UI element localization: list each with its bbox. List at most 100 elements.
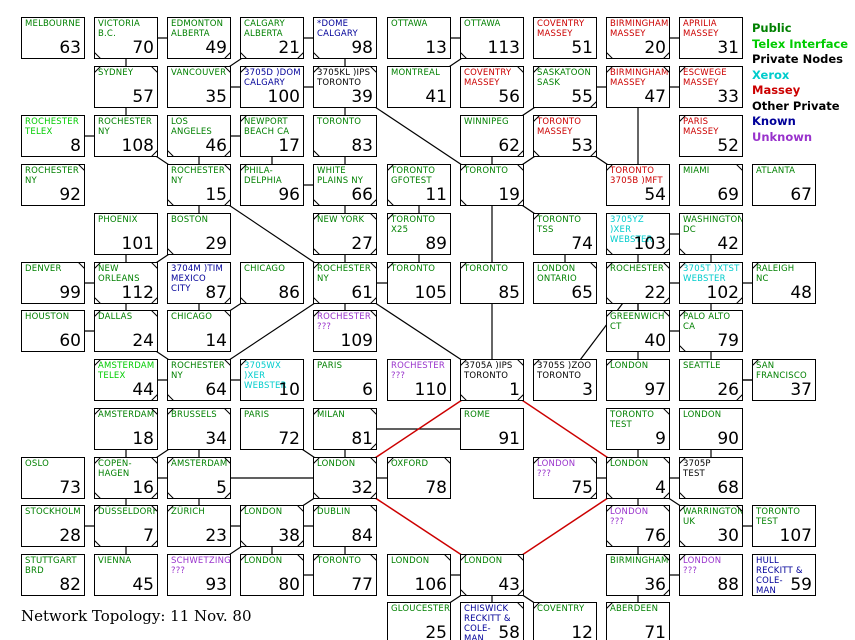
corner-cut xyxy=(736,165,742,171)
node-label: WARRINGTON UK xyxy=(683,507,743,527)
node-number: 84 xyxy=(351,526,373,546)
corner-cut xyxy=(314,263,320,269)
node-label: GREENWICH CT xyxy=(610,312,665,332)
node-label: LONDON xyxy=(244,507,283,517)
node-label: DÜSSELDORF xyxy=(98,507,158,517)
node-label: CHICAGO xyxy=(171,312,213,322)
corner-cut xyxy=(590,150,596,156)
corner-cut xyxy=(168,150,174,156)
legend-item: Known xyxy=(752,114,796,128)
corner-cut xyxy=(736,394,742,400)
node-110: ROCHESTER ???110 xyxy=(387,359,451,401)
corner-cut xyxy=(607,248,613,254)
corner-cut xyxy=(517,150,523,156)
node-label: CHICAGO xyxy=(244,264,286,274)
corner-cut xyxy=(314,311,320,317)
corner-cut xyxy=(663,492,669,498)
corner-cut xyxy=(95,67,101,73)
corner-cut xyxy=(680,492,686,498)
node-88: LONDON ???88 xyxy=(679,554,743,596)
corner-cut xyxy=(78,263,84,269)
node-number: 65 xyxy=(571,283,593,303)
corner-cut xyxy=(607,458,613,464)
node-label: AMSTERDAM TELEX xyxy=(98,361,155,381)
node-number: 22 xyxy=(644,283,666,303)
corner-cut xyxy=(95,540,101,546)
corner-cut xyxy=(241,506,247,512)
corner-cut xyxy=(241,67,247,73)
node-number: 41 xyxy=(425,87,447,107)
node-label: LONDON ONTARIO xyxy=(537,264,577,284)
corner-cut xyxy=(680,67,686,73)
node-number: 26 xyxy=(717,380,739,400)
node-label: ROCHESTER NY xyxy=(171,166,225,186)
node-label: DENVER xyxy=(25,264,62,274)
node-number: 10 xyxy=(278,380,300,400)
node-number: 69 xyxy=(717,185,739,205)
node-number: 24 xyxy=(132,331,154,351)
node-number: 21 xyxy=(278,38,300,58)
node-number: 31 xyxy=(717,38,739,58)
node-number: 100 xyxy=(267,87,300,107)
node-label: ROCHESTER NY xyxy=(171,361,225,381)
node-label: CHISWICK RECKITT & COLE- MAN xyxy=(464,604,511,640)
node-label: TORONTO xyxy=(317,117,362,127)
corner-cut xyxy=(680,555,686,561)
node-label: SYDNEY xyxy=(98,68,134,78)
node-label: NEW ORLEANS xyxy=(98,264,140,284)
node-label: PALO ALTO CA xyxy=(683,312,731,332)
corner-cut xyxy=(95,458,101,464)
corner-cut xyxy=(736,297,742,303)
node-label: TORONTO xyxy=(464,166,509,176)
node-label: TORONTO TSS xyxy=(537,215,582,235)
corner-cut xyxy=(753,360,759,366)
corner-cut xyxy=(95,311,101,317)
corner-cut xyxy=(388,165,394,171)
node-label: LONDON ??? xyxy=(683,556,722,576)
corner-cut xyxy=(663,409,669,415)
corner-cut xyxy=(607,263,613,269)
node-label: SAN FRANCISCO xyxy=(756,361,807,381)
node-number: 93 xyxy=(205,575,227,595)
node-label: OSLO xyxy=(25,459,50,469)
node-number: 60 xyxy=(59,331,81,351)
node-label: BIRMINGHAM MASSEY xyxy=(610,68,669,88)
corner-cut xyxy=(151,506,157,512)
corner-cut xyxy=(224,165,230,171)
corner-cut xyxy=(370,248,376,254)
corner-cut xyxy=(444,458,450,464)
node-number: 45 xyxy=(132,575,154,595)
node-75: LONDON ???75 xyxy=(533,457,597,499)
node-label: MILAN xyxy=(317,410,345,420)
node-label: PARIS MASSEY xyxy=(683,117,719,137)
node-number: 107 xyxy=(779,526,812,546)
node-number: 15 xyxy=(205,185,227,205)
node-label: PHOENIX xyxy=(98,215,138,225)
node-number: 49 xyxy=(205,38,227,58)
node-number: 62 xyxy=(498,136,520,156)
node-76: LONDON ???76 xyxy=(606,505,670,547)
